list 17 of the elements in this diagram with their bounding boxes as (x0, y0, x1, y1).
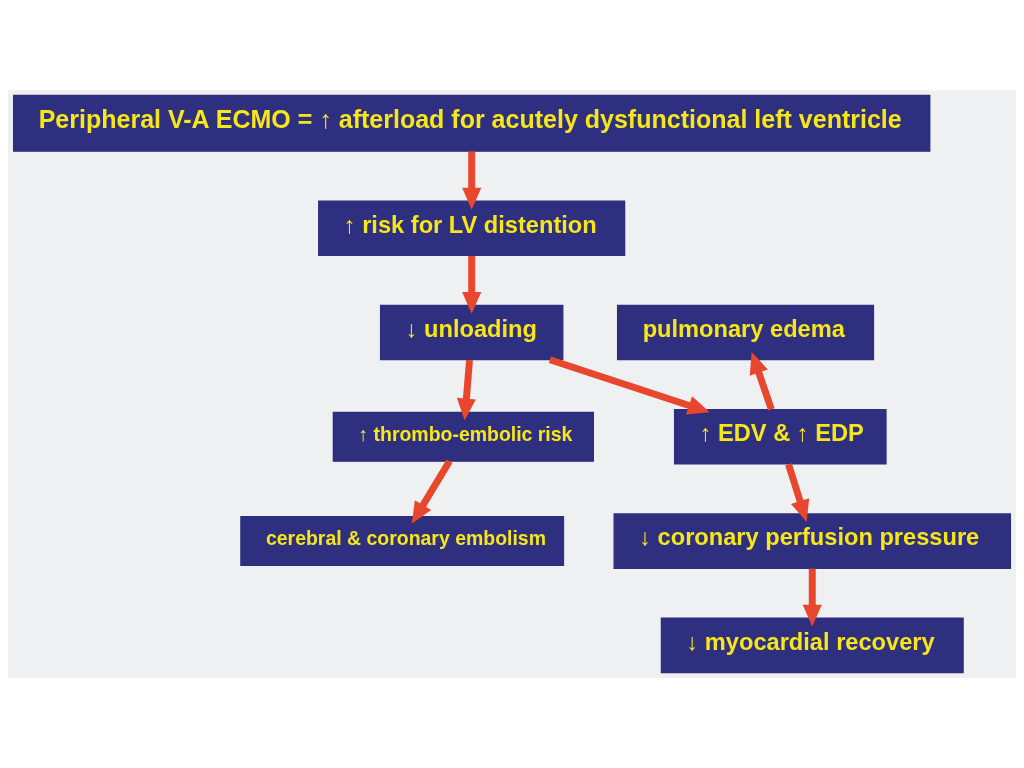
node-box: ↓ myocardial recovery (660, 617, 964, 674)
arrow (802, 568, 822, 627)
node-box: ↓ coronary perfusion pressure (613, 513, 1012, 569)
arrow (456, 359, 476, 421)
node-box: Peripheral V-A ECMO = ↑ afterload for acutely dysfunctional left ventricle (12, 94, 931, 152)
arrow (411, 459, 453, 524)
node-box: ↓ unloading (379, 304, 564, 361)
arrow (548, 356, 710, 415)
node-box: ↑ risk for LV distention (318, 200, 626, 257)
node-box: ↑ EDV & ↑ EDP (673, 409, 887, 465)
node-box: pulmonary edema (616, 304, 875, 361)
arrow (785, 463, 810, 522)
arrow (462, 151, 482, 210)
arrow (462, 255, 482, 314)
node-box: cerebral & coronary embolism (240, 516, 565, 567)
arrow (749, 351, 775, 411)
node-box: ↑ thrombo-embolic risk (332, 411, 594, 462)
